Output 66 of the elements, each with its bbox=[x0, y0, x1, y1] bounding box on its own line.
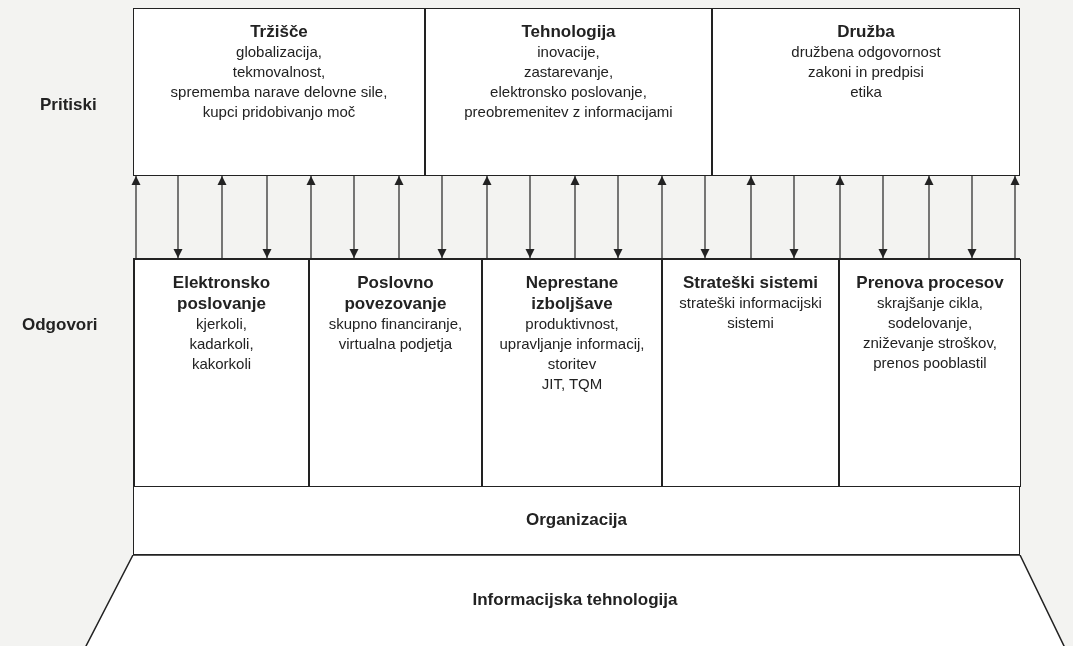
text-box bbox=[425, 8, 712, 176]
node-text: skupno financiranje, bbox=[328, 314, 463, 334]
node-text: zastarevanje, bbox=[523, 62, 614, 82]
arrow bbox=[173, 175, 183, 259]
node-heading: Organizacija bbox=[525, 508, 628, 531]
text-box bbox=[134, 259, 309, 487]
text-box bbox=[662, 259, 839, 487]
arrow bbox=[657, 175, 667, 259]
node-heading: Strateški sistemi bbox=[682, 272, 819, 293]
text-box bbox=[133, 8, 425, 176]
node-heading: Elektronsko poslovanje bbox=[171, 272, 272, 314]
node-heading: Poslovno povezovanje bbox=[343, 272, 448, 314]
arrow bbox=[525, 175, 535, 259]
arrow bbox=[835, 175, 845, 259]
arrow bbox=[437, 175, 447, 259]
node-text: globalizacija, bbox=[236, 42, 322, 62]
arrow bbox=[878, 175, 888, 259]
node-heading: Neprestane izboljšave bbox=[524, 272, 620, 314]
node-text: zniževanje stroškov, bbox=[863, 333, 997, 353]
node-heading: Prenova procesov bbox=[856, 272, 1004, 293]
arrow bbox=[613, 175, 623, 259]
arrow bbox=[1010, 175, 1020, 259]
arrow bbox=[967, 175, 977, 259]
node-text: inovacije, bbox=[537, 42, 600, 62]
arrow bbox=[570, 175, 580, 259]
node-text: kakorkoli bbox=[191, 354, 252, 374]
node-text: strateški informacijski sistemi bbox=[678, 293, 823, 333]
arrow bbox=[394, 175, 404, 259]
node-text: prenos pooblastil bbox=[873, 353, 987, 373]
arrow bbox=[262, 175, 272, 259]
node-text: sprememba narave delovne sile, bbox=[170, 82, 388, 102]
node-text: elektronsko poslovanje, bbox=[490, 82, 647, 102]
node-heading: Tehnologija bbox=[521, 21, 616, 42]
node-text: kupci pridobivanjo moč bbox=[202, 102, 356, 122]
node-text: etika bbox=[850, 82, 882, 102]
node-text: virtualna podjetja bbox=[338, 334, 453, 354]
node-text: tekmovalnost, bbox=[232, 62, 326, 82]
row-label: Pritiski bbox=[40, 94, 97, 116]
arrow bbox=[131, 175, 141, 259]
arrow bbox=[217, 175, 227, 259]
node-text: kjerkoli, bbox=[196, 314, 247, 334]
text-box bbox=[839, 259, 1021, 487]
arrow bbox=[700, 175, 710, 259]
arrow bbox=[746, 175, 756, 259]
node-heading: Informacijska tehnologija bbox=[472, 589, 678, 611]
node-text: zakoni in predpisi bbox=[808, 62, 924, 82]
text-box bbox=[712, 8, 1020, 176]
text-box bbox=[482, 259, 662, 487]
node-text: upravljanje informacij, bbox=[499, 334, 645, 354]
arrow bbox=[789, 175, 799, 259]
node-text: družbena odgovornost bbox=[791, 42, 941, 62]
arrow bbox=[924, 175, 934, 259]
node-text: preobremenitev z informacijami bbox=[464, 102, 673, 122]
text-box bbox=[309, 259, 482, 487]
node-text: JIT, TQM bbox=[541, 374, 603, 394]
node-text: storitev bbox=[547, 354, 597, 374]
arrow bbox=[306, 175, 316, 259]
node-text: skrajšanje cikla, bbox=[877, 293, 983, 313]
node-text: sodelovanje, bbox=[887, 313, 973, 333]
arrow bbox=[482, 175, 492, 259]
node-heading: Družba bbox=[837, 21, 895, 42]
node-text: produktivnost, bbox=[525, 314, 619, 334]
row-label: Odgovori bbox=[22, 314, 98, 336]
arrow bbox=[349, 175, 359, 259]
node-heading: Tržišče bbox=[250, 21, 308, 42]
node-text: kadarkoli, bbox=[189, 334, 254, 354]
